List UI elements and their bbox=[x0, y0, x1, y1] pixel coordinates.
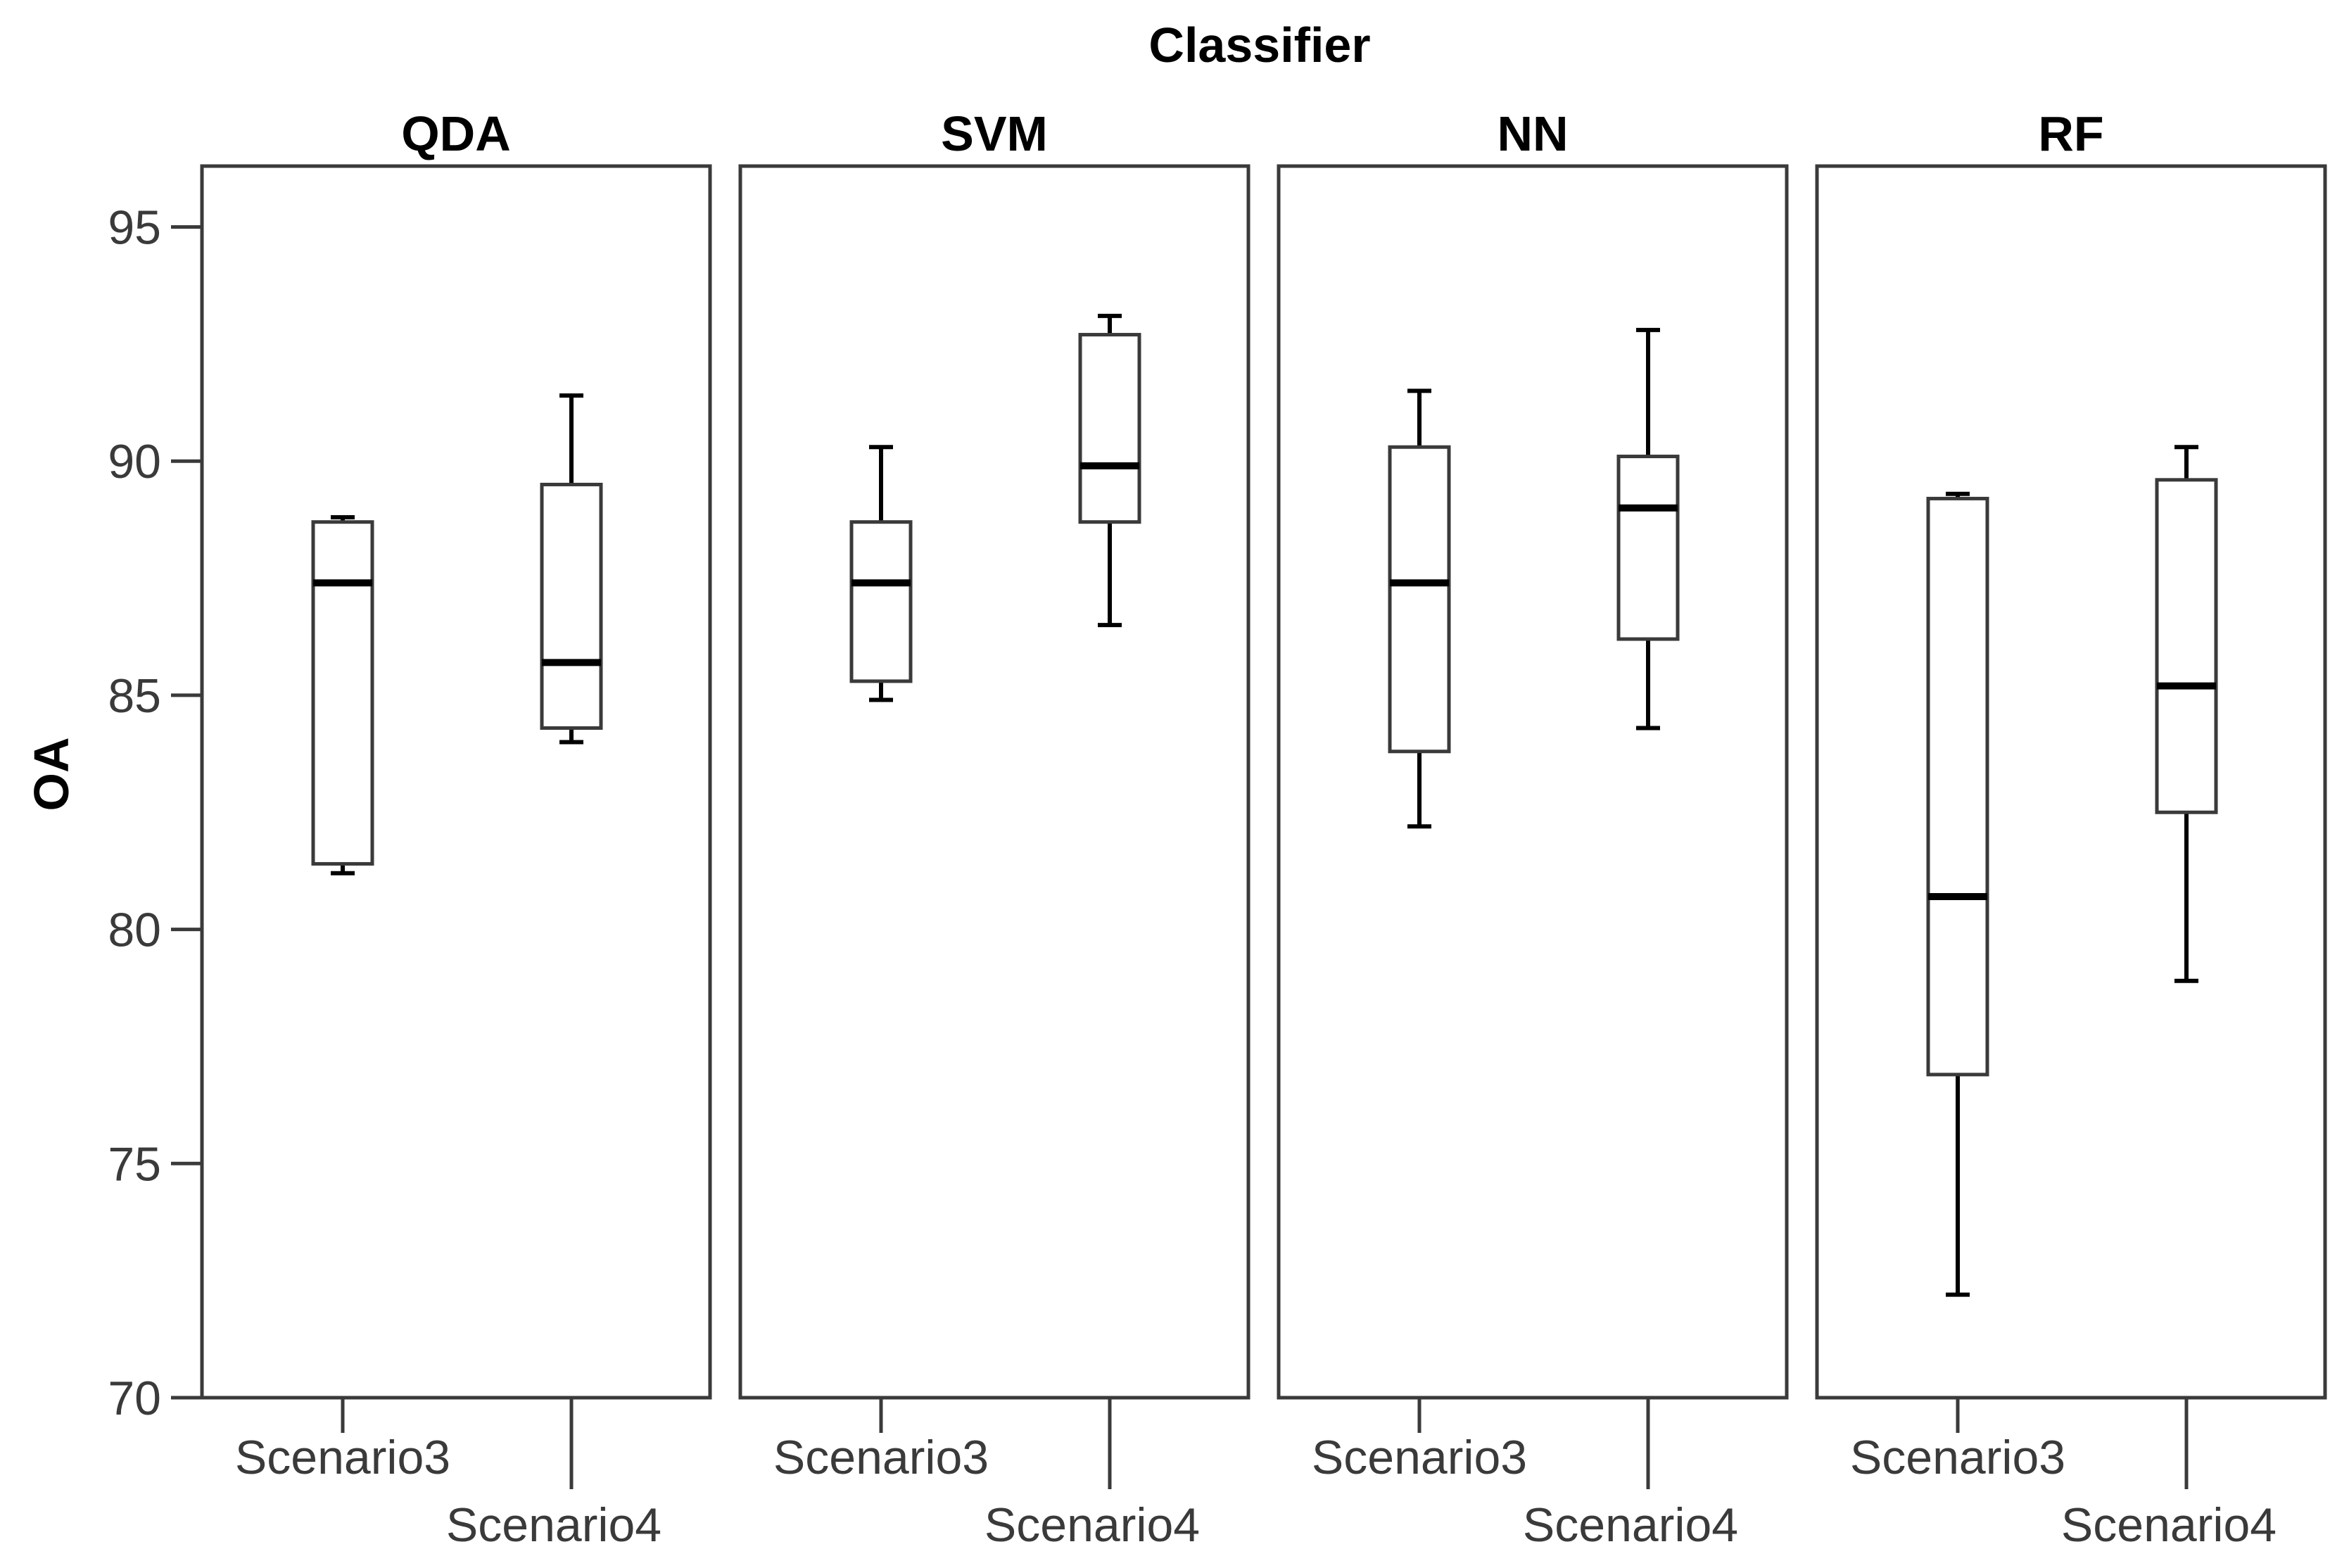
panel-frame bbox=[738, 164, 1251, 1400]
panel-title: QDA bbox=[401, 106, 511, 161]
x-tick-label: Scenario3 bbox=[1850, 1431, 2065, 1484]
box-scenario4 bbox=[540, 482, 603, 730]
chart-title: Classifier bbox=[1148, 18, 1370, 72]
y-axis-title: OA bbox=[24, 738, 79, 811]
box-scenario4 bbox=[1078, 333, 1141, 524]
panels: QDAScenario3Scenario4SVMScenario3Scenari… bbox=[200, 106, 2327, 1552]
y-tick-label: 85 bbox=[108, 669, 161, 723]
box-scenario4 bbox=[1616, 455, 1680, 641]
box-scenario4 bbox=[2155, 478, 2218, 814]
panel-frame bbox=[200, 164, 712, 1400]
x-tick-label: Scenario3 bbox=[773, 1431, 989, 1484]
y-tick-label: 75 bbox=[108, 1137, 161, 1191]
x-tick-label: Scenario4 bbox=[446, 1498, 661, 1552]
x-tick-label: Scenario3 bbox=[235, 1431, 450, 1484]
panel-title: SVM bbox=[941, 106, 1048, 161]
y-tick-label: 95 bbox=[108, 201, 161, 255]
panel-frame bbox=[1277, 164, 1789, 1400]
panel-frame bbox=[1815, 164, 2327, 1400]
y-tick-label: 70 bbox=[108, 1372, 161, 1425]
box-scenario3 bbox=[1926, 496, 1989, 1077]
x-tick-label: Scenario4 bbox=[984, 1498, 1200, 1552]
x-tick-label: Scenario4 bbox=[1523, 1498, 1738, 1552]
box-scenario3 bbox=[1388, 445, 1451, 754]
y-tick-label: 90 bbox=[108, 435, 161, 488]
box-scenario3 bbox=[849, 520, 913, 683]
x-tick-label: Scenario3 bbox=[1312, 1431, 1527, 1484]
y-tick-label: 80 bbox=[108, 904, 161, 957]
y-axis: 70 75 80 85 90 95 bbox=[108, 166, 204, 1425]
x-tick-label: Scenario4 bbox=[2061, 1498, 2277, 1552]
panel-title: NN bbox=[1497, 106, 1568, 161]
box-scenario3 bbox=[311, 520, 374, 866]
panel-title: RF bbox=[2038, 106, 2103, 161]
